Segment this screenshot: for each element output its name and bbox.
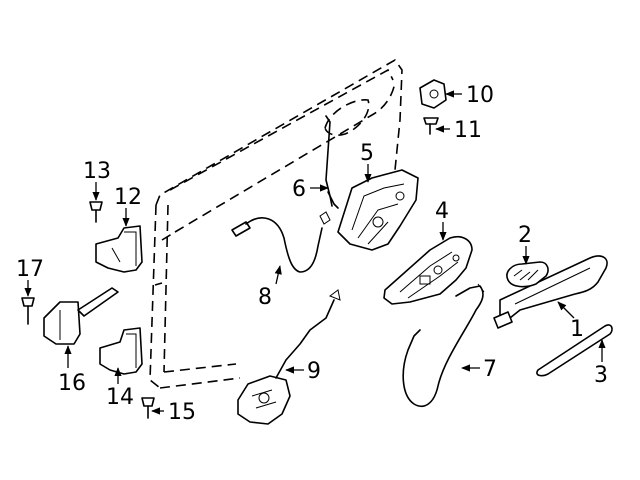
callout-labels: 1 2 3 4 5 6 7 8 9 10 11 12 13 14 15 16 1… <box>16 83 608 425</box>
callout-6: 6 <box>292 177 306 202</box>
door-striker <box>419 79 447 109</box>
door-outline <box>149 58 403 389</box>
hinge-bolt-lower <box>141 397 155 419</box>
callout-3: 3 <box>594 363 608 388</box>
callout-15: 15 <box>168 400 196 425</box>
callout-8: 8 <box>258 285 272 310</box>
outside-handle-cable <box>402 283 485 408</box>
lock-rod <box>325 115 339 209</box>
rear-door-latch <box>237 289 341 425</box>
callout-7: 7 <box>483 357 497 382</box>
handle-cap <box>506 261 549 288</box>
lock-module <box>337 169 419 251</box>
callout-4: 4 <box>435 199 449 224</box>
inside-handle-cable <box>231 211 331 273</box>
handle-carrier <box>383 235 473 305</box>
callout-1: 1 <box>570 317 584 342</box>
callout-13: 13 <box>83 159 111 184</box>
upper-door-hinge <box>95 225 143 273</box>
door-check-bolt <box>21 297 35 325</box>
callout-14: 14 <box>106 385 134 410</box>
door-check <box>43 287 119 345</box>
callout-16: 16 <box>58 371 86 396</box>
leader-lines <box>24 90 606 415</box>
lower-door-hinge <box>99 327 143 375</box>
callout-10: 10 <box>466 83 494 108</box>
callout-11: 11 <box>454 118 482 143</box>
callout-12: 12 <box>114 185 142 210</box>
trim-strip <box>536 324 613 377</box>
striker-bolt <box>423 117 439 135</box>
callout-17: 17 <box>16 257 44 282</box>
callout-2: 2 <box>518 223 532 248</box>
hinge-bolt-upper <box>89 201 103 223</box>
callout-9: 9 <box>307 359 321 384</box>
callout-5: 5 <box>360 141 374 166</box>
outside-door-handle <box>493 255 608 329</box>
